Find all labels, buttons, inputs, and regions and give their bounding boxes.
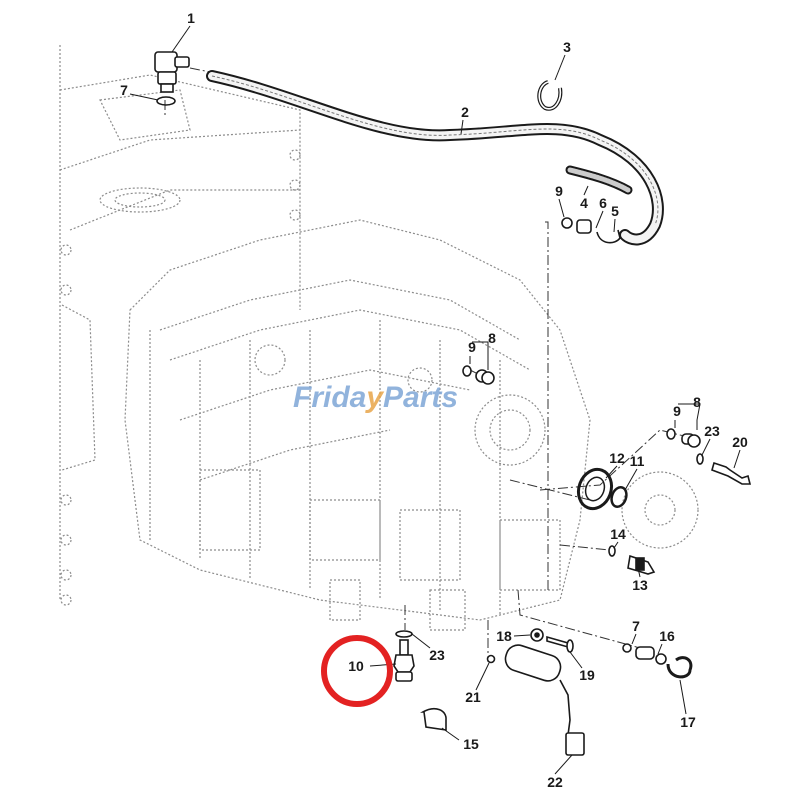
callout-16: 16: [659, 628, 675, 644]
callout-3: 3: [563, 39, 571, 55]
seal-part-9a: [561, 217, 573, 229]
watermark-logo: FridayParts: [293, 381, 458, 415]
pump-body: [504, 644, 562, 682]
transmission-housing: [59, 45, 699, 631]
callout-20: 20: [732, 434, 748, 450]
callout-1: 1: [187, 10, 195, 26]
callout-8-middle: 8: [488, 330, 496, 346]
fitting-part-16: [635, 646, 655, 660]
callout-2: 2: [461, 104, 469, 120]
leader-lines: [129, 25, 741, 775]
seal-part-11: [610, 486, 628, 508]
connector-part-22: [565, 732, 585, 756]
sleeve-part-4: [565, 165, 633, 195]
seal-part-9c: [666, 428, 676, 440]
callout-17: 17: [680, 714, 696, 730]
callout-19: 19: [579, 667, 595, 683]
callout-7-top: 7: [120, 82, 128, 98]
callout-15: 15: [463, 736, 479, 752]
callout-14: 14: [610, 526, 626, 542]
fitting-part-6: [576, 219, 592, 234]
o-ring-part-7b: [622, 643, 632, 653]
bolt-part-19: [546, 635, 569, 649]
watermark-text-1: Frida: [293, 381, 367, 414]
watermark-text-2: Parts: [383, 381, 459, 414]
callout-8-right: 8: [693, 394, 701, 410]
seal-part-12: [576, 467, 614, 511]
seal-part-14: [608, 545, 616, 557]
sensor-part-10: [399, 639, 409, 656]
clip-part-15: [420, 708, 447, 731]
callout-18: 18: [496, 628, 512, 644]
callout-6: 6: [599, 195, 607, 211]
callout-10: 10: [348, 658, 364, 674]
elbow-part-5: [596, 229, 621, 244]
highlight-circle: [321, 635, 393, 707]
elbow-fitting-part-1: [154, 51, 190, 93]
callout-5: 5: [611, 203, 619, 219]
callout-9-right: 9: [673, 403, 681, 419]
callout-13: 13: [632, 577, 648, 593]
assembly-lines: [164, 67, 701, 662]
callout-12: 12: [609, 450, 625, 466]
seal-part-9b: [462, 365, 472, 377]
seal-part-21: [486, 654, 496, 664]
hose-part-2: [206, 70, 664, 246]
callout-22: 22: [547, 774, 563, 790]
callout-23-right: 23: [704, 423, 720, 439]
sensor-part-20: [711, 461, 752, 485]
callout-21: 21: [465, 689, 481, 705]
callout-7-bottom: 7: [632, 618, 640, 634]
callout-4: 4: [580, 195, 588, 211]
seal-part-23b: [696, 453, 704, 465]
callout-9-middle: 9: [468, 339, 476, 355]
callout-11: 11: [629, 453, 645, 469]
callout-9-top: 9: [555, 183, 563, 199]
watermark-text-accent: y: [366, 381, 384, 414]
seal-part-23a: [395, 630, 413, 638]
o-ring-part-7: [156, 96, 176, 106]
elbow-part-17: [666, 656, 693, 679]
callout-23-bottom: 23: [429, 647, 445, 663]
